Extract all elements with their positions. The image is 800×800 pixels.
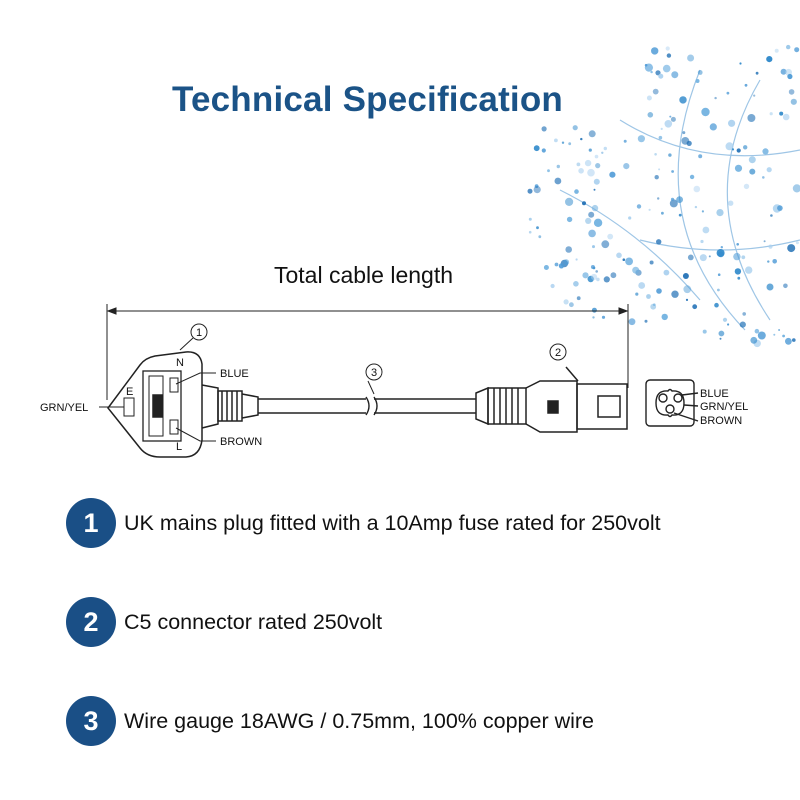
svg-text:3: 3 (371, 367, 377, 379)
svg-text:2: 2 (555, 347, 561, 359)
pin-l-label: L (176, 441, 182, 453)
callout-3: 3 (365, 363, 383, 381)
spec-item-3: 3 Wire gauge 18AWG / 0.75mm, 100% copper… (66, 696, 594, 746)
cable (258, 396, 476, 416)
spec-number-badge: 1 (66, 498, 116, 548)
spec-text: Wire gauge 18AWG / 0.75mm, 100% copper w… (124, 708, 595, 733)
connector-label-grn-yel: GRN/YEL (700, 401, 748, 413)
label-grn-yel: GRN/YEL (40, 402, 88, 414)
pin-n-label: N (176, 357, 184, 369)
pin-e-label: E (126, 386, 133, 398)
total-cable-length-label: Total cable length (274, 262, 454, 288)
spec-item-1: 1 UK mains plug fitted with a 10Amp fuse… (66, 498, 661, 548)
c5-socket-face (645, 379, 699, 427)
label-blue: BLUE (220, 368, 249, 380)
label-brown: BROWN (220, 436, 262, 448)
connector-label-brown: BROWN (700, 415, 742, 427)
spec-text: UK mains plug fitted with a 10Amp fuse r… (124, 510, 661, 535)
spec-number-badge: 2 (66, 597, 116, 647)
page-title: Technical Specification (172, 80, 564, 119)
connector-label-blue: BLUE (700, 388, 729, 400)
svg-text:1: 1 (196, 327, 202, 339)
spec-item-2: 2 C5 connector rated 250volt (66, 597, 382, 647)
spec-text: C5 connector rated 250volt (124, 609, 383, 634)
dimension-line (106, 304, 629, 400)
spec-number-badge: 3 (66, 696, 116, 746)
callout-2: 2 (549, 343, 567, 361)
callout-1: 1 (190, 323, 208, 341)
c5-connector (475, 366, 628, 433)
uk-plug (107, 351, 259, 458)
